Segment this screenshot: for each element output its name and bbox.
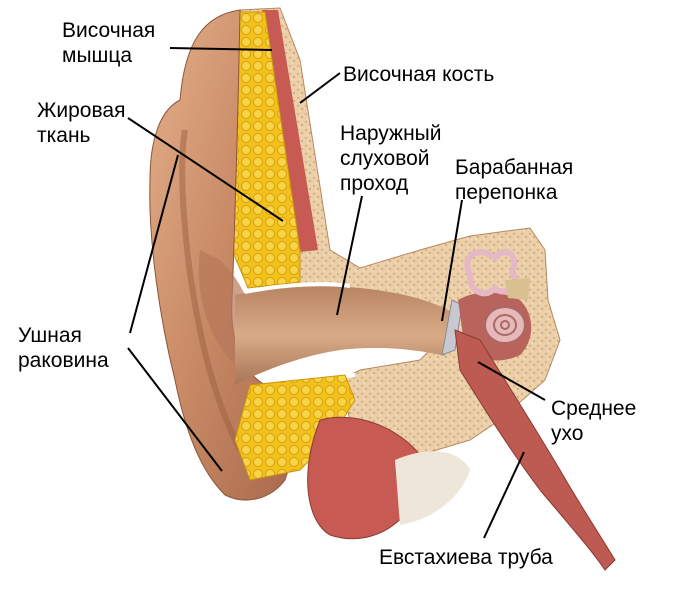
- leader-fat-tissue: [127, 117, 284, 222]
- leader-eardrum: [441, 199, 463, 322]
- label-fat-tissue: Жировая ткань: [37, 99, 126, 147]
- cochlea-shape: [484, 306, 526, 344]
- temporal-muscle-band: [262, 10, 318, 252]
- leader-eustachian: [483, 451, 525, 539]
- ossicles: [505, 278, 530, 300]
- leader-auricle-1: [129, 154, 179, 334]
- leader-temporal-bone: [299, 72, 341, 104]
- auricle-fold: [179, 129, 243, 452]
- leader-temporal-muscle: [169, 47, 273, 51]
- label-ear-canal: Наружный слуховой проход: [340, 122, 442, 195]
- eustachian-tube-shape: [454, 329, 616, 571]
- label-eustachian-tube: Евстахиева труба: [379, 546, 553, 569]
- lower-muscle-rim: [395, 451, 470, 525]
- leader-middle-ear: [477, 361, 546, 401]
- label-eardrum: Барабанная перепонка: [455, 156, 574, 204]
- label-auricle: Ушная раковина: [18, 324, 109, 372]
- leader-auricle-2: [127, 347, 223, 472]
- label-middle-ear: Среднее ухо: [551, 397, 637, 445]
- label-temporal-bone: Височная кость: [343, 63, 495, 86]
- label-temporal-muscle: Височная мышца: [62, 19, 156, 67]
- leader-ear-canal: [336, 195, 363, 316]
- ear-canal-shape: [235, 286, 452, 385]
- semicircular-canals: [464, 249, 518, 297]
- lower-muscle-shape: [307, 416, 421, 540]
